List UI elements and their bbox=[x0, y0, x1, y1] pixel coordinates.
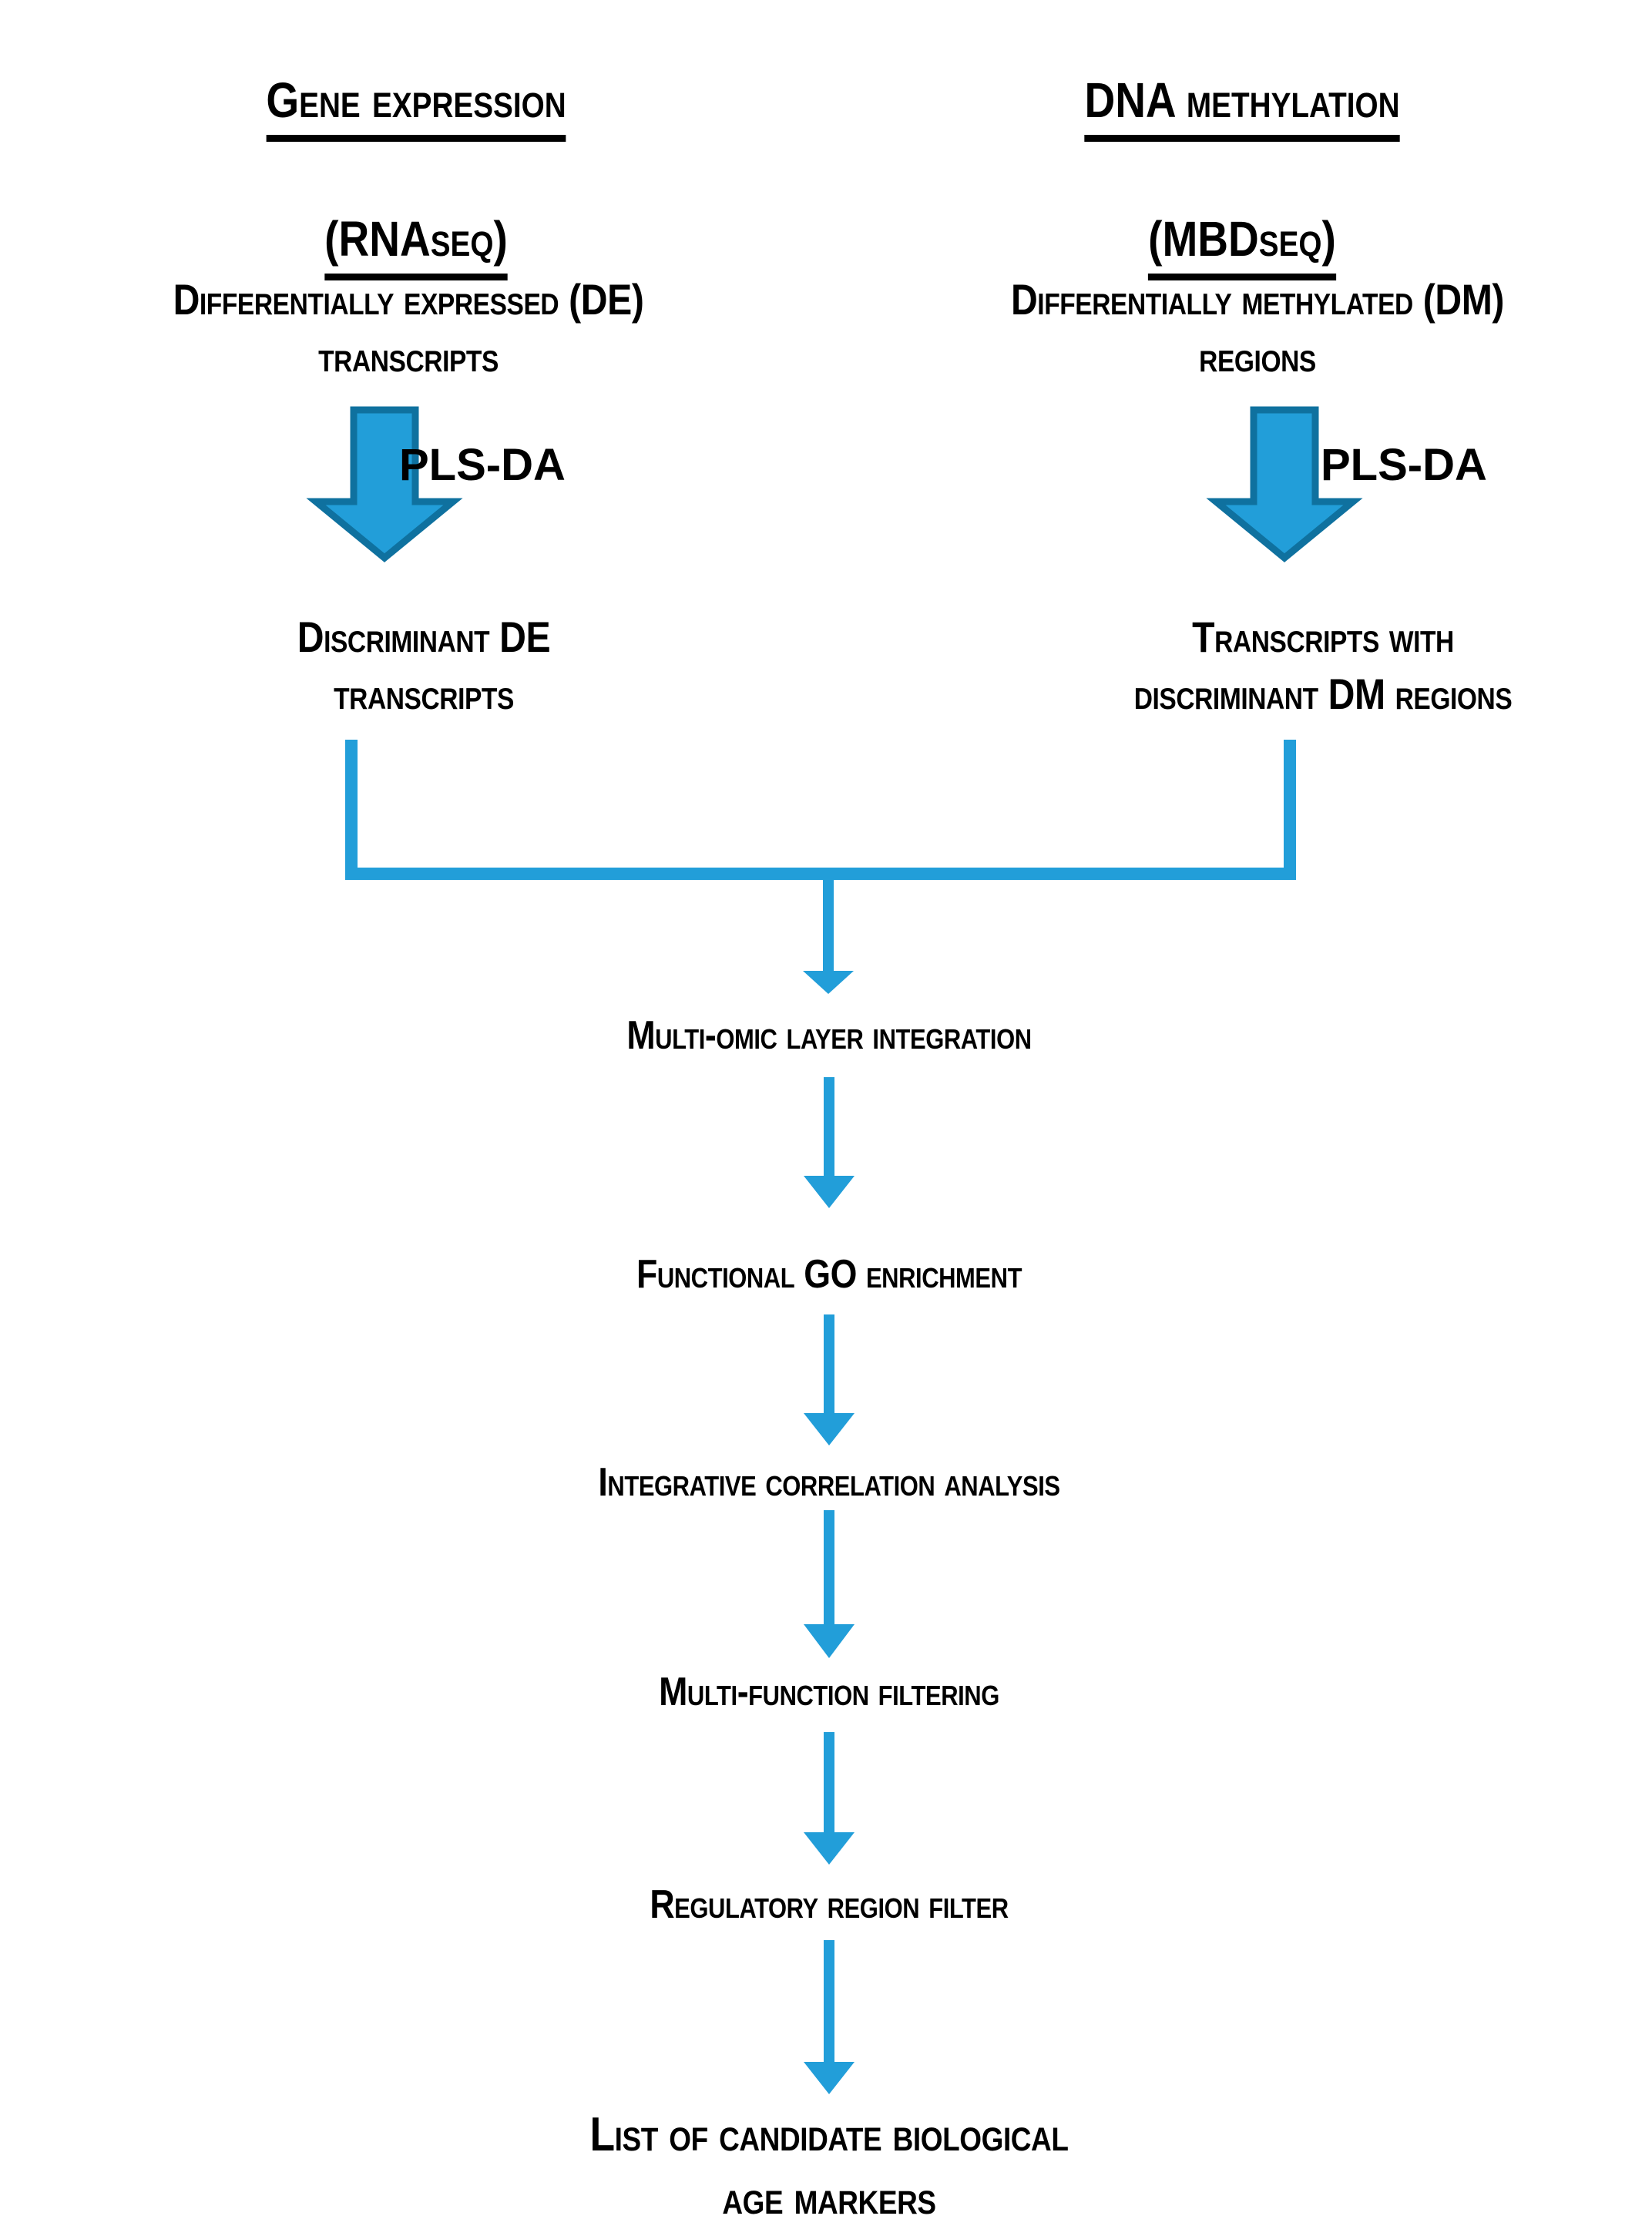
step-integrative-correlation-analysis: Integrative correlation analysis bbox=[598, 1460, 1060, 1505]
node-discriminant-de-transcripts: Discriminant DE transcripts bbox=[297, 613, 551, 718]
arrow-to-multi-function-filtering bbox=[804, 1510, 855, 1658]
column-heading-dna-methylation-line2: (MBDseq) bbox=[1148, 206, 1336, 280]
node-differentially-expressed-transcripts: Differentially expressed (DE) transcript… bbox=[173, 275, 644, 381]
merge-bracket-connector bbox=[345, 740, 1296, 994]
arrow-to-functional-go-enrichment bbox=[804, 1077, 855, 1208]
node-differentially-methylated-regions: Differentially methylated (DM) regions bbox=[1010, 275, 1505, 381]
node-final-output-candidate-age-markers: List of candidate biological age markers bbox=[589, 2108, 1069, 2224]
arrow-to-regulatory-region-filter bbox=[804, 1732, 855, 1865]
label-pls-da-left: PLS-DA bbox=[399, 440, 566, 490]
label-pls-da-right: PLS-DA bbox=[1321, 440, 1487, 490]
column-heading-gene-expression: Gene expression (RNAseq) bbox=[85, 3, 747, 280]
column-heading-gene-expression-line2: (RNAseq) bbox=[324, 206, 508, 280]
column-heading-dna-methylation-line1: DNA methylation bbox=[1084, 68, 1400, 142]
step-functional-go-enrichment: Functional GO enrichment bbox=[636, 1252, 1022, 1297]
column-heading-dna-methylation: DNA methylation (MBDseq) bbox=[911, 3, 1573, 280]
step-multi-function-filtering: Multi-function filtering bbox=[659, 1670, 999, 1714]
arrow-to-final-output bbox=[804, 1940, 855, 2094]
node-transcripts-with-discriminant-dm-regions: Transcripts with discriminant DM regions bbox=[1133, 613, 1513, 718]
step-regulatory-region-filter: Regulatory region filter bbox=[650, 1882, 1009, 1927]
arrow-to-integrative-correlation-analysis bbox=[804, 1314, 855, 1445]
step-multi-omic-layer-integration: Multi-omic layer integration bbox=[626, 1013, 1032, 1058]
column-heading-gene-expression-line1: Gene expression bbox=[266, 68, 566, 142]
block-arrow-pls-da-left bbox=[306, 406, 463, 562]
block-arrow-pls-da-right bbox=[1206, 406, 1363, 562]
